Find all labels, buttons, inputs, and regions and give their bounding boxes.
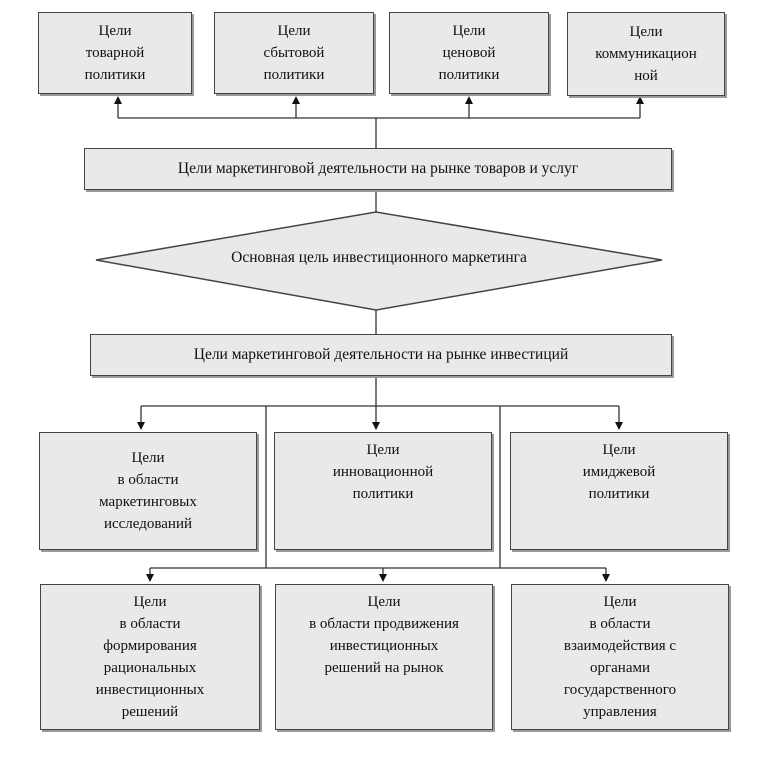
goal-box-promotion: Цели в области продвижения инвестиционны… [275,584,493,730]
goal-text: взаимодействия с [563,638,677,654]
goal-text: формирования [103,638,197,654]
goal-text: Цели [366,442,400,458]
goal-text: инвестиционных [95,682,205,698]
goal-text: решений на рынок [324,660,444,676]
goal-text: в области [589,616,651,632]
goal-box-government-interaction: Цели в области взаимодействия с органами… [511,584,729,730]
goal-text: ценовой [442,45,496,61]
investment-market-goals-box: Цели маркетинговой деятельности на рынке… [90,334,672,376]
goal-text: в области [119,616,181,632]
goal-text: маркетинговых [99,494,197,510]
goal-text: сбытовой [263,45,325,61]
goal-text: политики [352,486,414,502]
goal-text: имиджевой [582,464,656,480]
goal-text: политики [588,486,650,502]
goods-market-goals-box: Цели маркетинговой деятельности на рынке… [84,148,672,190]
goal-box-image-policy: Цели имиджевой политики [510,432,728,550]
goal-text: рациональных [103,660,197,676]
investment-market-goals-text: Цели маркетинговой деятельности на рынке… [193,346,569,363]
goal-text: Цели [603,594,637,610]
goal-box-sales-policy: Цели сбытовой политики [214,12,374,94]
goal-text: Цели [367,594,401,610]
goal-text: Цели [133,594,167,610]
goal-text: органами [589,660,650,676]
goal-text: в области продвижения [309,616,459,632]
goal-text: государственного [563,682,677,698]
goal-text: инвестиционных [329,638,439,654]
goal-box-investment-decisions: Цели в области формирования рациональных… [40,584,260,730]
goal-text: товарной [85,45,145,61]
goal-text: управления [583,704,657,720]
goal-text: политики [84,67,146,83]
main-goal-diamond [95,211,663,311]
goal-text: коммуникацион [595,46,697,62]
main-goal-label: Основная цель инвестиционного маркетинга [231,249,527,266]
goal-text: в области [117,472,179,488]
goal-box-communication-policy: Цели коммуникацион ной [567,12,725,96]
goods-market-goals-text: Цели маркетинговой деятельности на рынке… [177,160,579,177]
goal-text: политики [263,67,325,83]
goal-box-product-policy: Цели товарной политики [38,12,192,94]
goal-text: инновационной [332,464,434,480]
goal-box-marketing-research: Цели в области маркетинговых исследовани… [39,432,257,550]
goal-text: Цели [277,23,311,39]
goal-box-price-policy: Цели ценовой политики [389,12,549,94]
goal-text: Цели [629,24,663,40]
goal-text: Цели [452,23,486,39]
goal-text: Цели [98,23,132,39]
goal-box-innovation-policy: Цели инновационной политики [274,432,492,550]
goal-text: решений [121,704,179,720]
goal-text: ной [634,68,658,84]
goal-text: политики [438,67,500,83]
goal-text: исследований [103,516,193,532]
goal-text: Цели [131,450,165,466]
goal-text: Цели [602,442,636,458]
